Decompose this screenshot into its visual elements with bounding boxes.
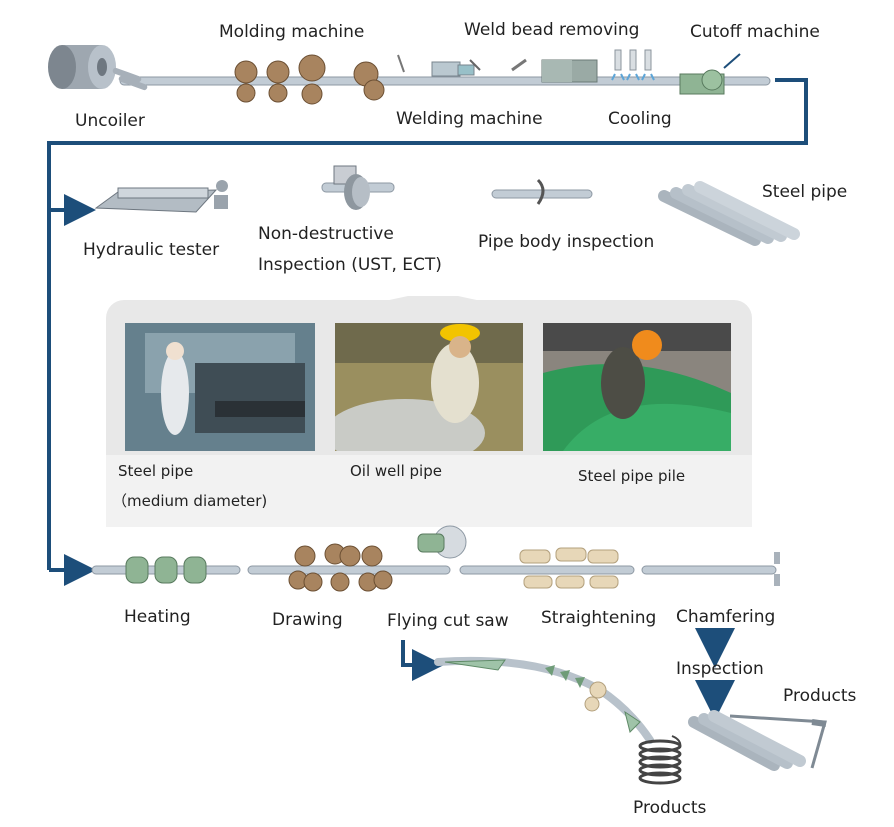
label-pipe-body-inspection: Pipe body inspection: [478, 232, 655, 252]
label-molding-machine: Molding machine: [219, 22, 365, 42]
uncoiler-coil-icon: [48, 45, 148, 91]
molding-rollers-icon: [234, 54, 385, 105]
caption-steel-pipe-pile: Steel pipe pile: [578, 467, 686, 485]
label-heating: Heating: [124, 607, 191, 627]
drawing-rollers-icon: [288, 543, 393, 592]
pipe-body-inspection-icon: [491, 178, 593, 205]
label-weld-bead-removing: Weld bead removing: [464, 20, 640, 40]
label-cutoff-machine: Cutoff machine: [690, 22, 820, 42]
label-products-bottom: Products: [633, 798, 707, 818]
pipe-straightening: [459, 565, 635, 575]
photo-oil-well-pipe: [335, 323, 523, 451]
label-chamfering: Chamfering: [676, 607, 776, 627]
label-drawing: Drawing: [272, 610, 343, 630]
label-non-destructive: Non-destructive: [258, 224, 394, 244]
pipe-chamfering: [641, 565, 777, 575]
label-steel-pipe: Steel pipe: [762, 182, 848, 202]
caption-steel-pipe: Steel pipe: [118, 462, 194, 480]
chamfering-tool-icon: [774, 552, 780, 586]
welding-machine-icon: [397, 54, 481, 77]
cooling-nozzles-icon: [611, 49, 655, 81]
photo-panel-tab: [380, 296, 486, 302]
steel-pipe-stack-icon: [658, 181, 800, 246]
straightening-rollers-icon: [519, 547, 619, 589]
label-straightening: Straightening: [541, 608, 657, 628]
label-welding-machine: Welding machine: [396, 109, 543, 129]
photo-steel-pipe-pile: [543, 323, 731, 451]
photo-steel-pipe-medium: [125, 323, 315, 451]
flow-arrow-flying: [401, 640, 444, 681]
weld-bead-remover-icon: [511, 58, 598, 83]
flow-connector-main: [47, 78, 808, 570]
label-uncoiler: Uncoiler: [75, 111, 145, 131]
hydraulic-tester-icon: [94, 180, 228, 213]
label-inspection-ust-ect: Inspection (UST, ECT): [258, 255, 442, 275]
ndt-machine-icon: [321, 165, 395, 210]
caption-oil-well-pipe: Oil well pipe: [350, 462, 442, 480]
row1-machinery: [48, 45, 771, 105]
coiled-tubing-line-icon: [434, 656, 682, 785]
label-inspection: Inspection: [676, 659, 764, 679]
label-cooling: Cooling: [608, 109, 672, 129]
label-hydraulic-tester: Hydraulic tester: [83, 240, 220, 260]
flying-cut-saw-icon: [417, 525, 467, 559]
caption-medium-diameter: （medium diameter): [112, 492, 268, 510]
pipe-drawing: [247, 565, 451, 575]
cutoff-machine-icon: [679, 53, 741, 95]
label-flying-cut-saw: Flying cut saw: [387, 611, 509, 631]
photo-caption-band: [106, 455, 752, 527]
heating-coils-icon: [125, 556, 207, 584]
products-stack-icon: [688, 710, 827, 771]
label-products-right: Products: [783, 686, 857, 706]
row2-equipment: [94, 165, 800, 246]
